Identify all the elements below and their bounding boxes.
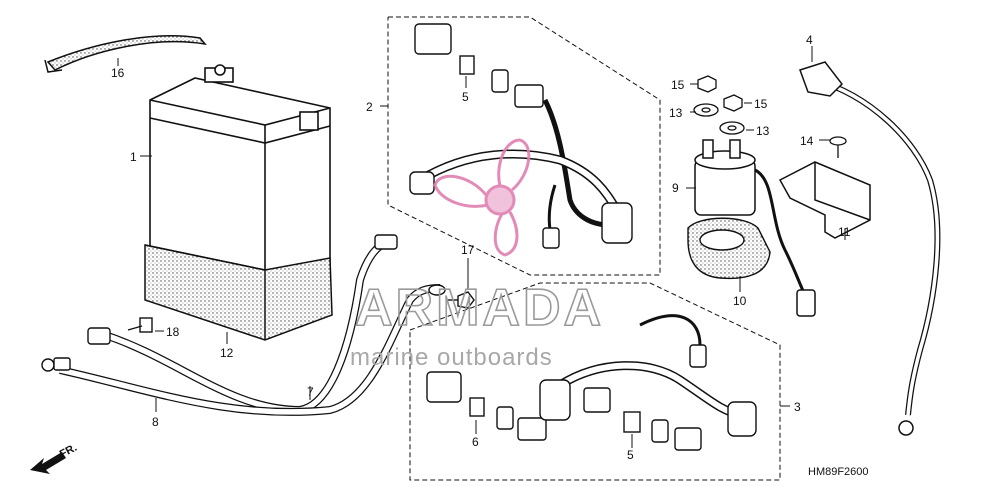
diagram-code: HM89F2600: [808, 466, 869, 478]
battery-strap: [44, 35, 207, 73]
starter-solenoid: [694, 139, 816, 317]
callout-7: 7: [307, 385, 314, 399]
callout-18: 18: [166, 325, 180, 339]
callout-8: 8: [152, 415, 159, 429]
battery-pad: [144, 244, 333, 341]
cable-terminals: [41, 234, 446, 372]
callout-11: 11: [838, 225, 851, 239]
callout-12: 12: [220, 346, 234, 360]
battery-cable-7: [103, 236, 392, 415]
callout-1: 1: [130, 150, 137, 164]
cable-4: [799, 61, 941, 436]
callout-16: 16: [111, 66, 125, 80]
group-frame-3: [409, 282, 781, 481]
callout-15-left: 15: [671, 78, 685, 92]
watermark: ARMADA marine outboards: [350, 138, 604, 371]
callout-17: 17: [461, 243, 475, 257]
screw-14: [829, 136, 847, 158]
front-arrow: FR.: [30, 442, 79, 474]
arrow-icon: [30, 452, 66, 474]
callout-4: 4: [806, 33, 813, 47]
callout-2: 2: [366, 100, 373, 114]
leader-lines: [117, 46, 846, 448]
callout-13-right: 13: [756, 124, 770, 138]
direction-label: FR.: [58, 442, 79, 461]
callout-6: 6: [472, 435, 479, 449]
callout-3: 3: [794, 400, 801, 414]
callout-10: 10: [733, 294, 747, 308]
callout-5-upper: 5: [462, 90, 469, 104]
bolt-18: [127, 317, 153, 333]
callout-15-right: 15: [754, 97, 768, 111]
callout-5-lower: 5: [627, 448, 634, 462]
wire-harness-2: [409, 23, 633, 249]
bracket: [778, 161, 871, 239]
battery-cable-8: [59, 284, 441, 416]
wire-harness-3: [426, 314, 757, 451]
callout-labels: 1 2 3 4 5 5 6 7 8 9 10 11 12 13 13 14 15…: [111, 33, 851, 462]
nut-washers: [693, 75, 745, 135]
watermark-logo: [433, 138, 531, 257]
watermark-tagline: marine outboards: [350, 344, 553, 371]
watermark-brand: ARMADA: [355, 279, 604, 337]
callout-14: 14: [800, 134, 814, 148]
callout-13-left: 13: [669, 106, 683, 120]
bolt-17: [448, 291, 475, 309]
callout-9: 9: [672, 181, 679, 195]
solenoid-rubber-mount: [687, 217, 771, 280]
